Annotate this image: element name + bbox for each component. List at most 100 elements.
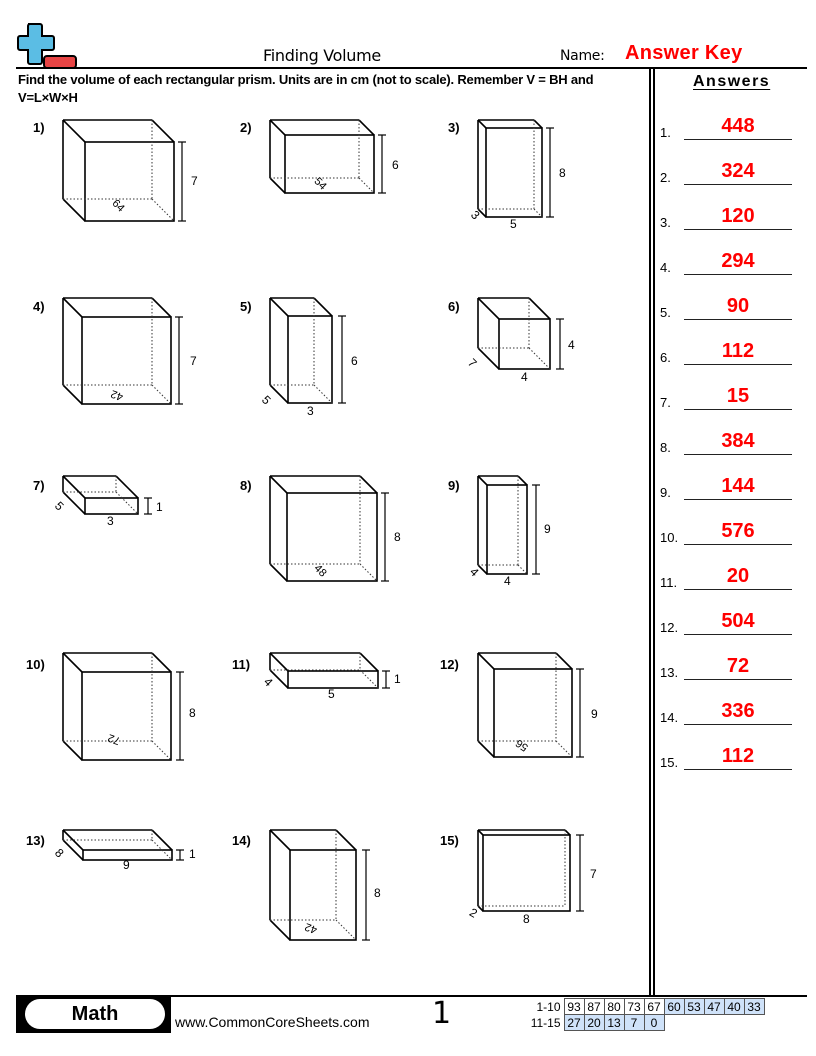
answer-value[interactable]: 336: [721, 700, 755, 722]
height-label: 7: [590, 867, 597, 881]
height-label: 7: [190, 354, 197, 368]
answer-line: [684, 588, 792, 590]
answer-number: 8.: [660, 440, 671, 455]
score-cell: 20: [583, 1014, 605, 1031]
prism-diagram: [477, 475, 540, 575]
height-label: 4: [568, 338, 575, 352]
answer-value[interactable]: 120: [721, 205, 755, 227]
problem-label: 13): [26, 833, 45, 848]
length-label: 5: [328, 687, 335, 701]
score-cell: 73: [623, 998, 645, 1015]
answer-line: [684, 678, 792, 680]
answer-number: 11.: [660, 575, 678, 590]
footer-rule: [16, 995, 807, 997]
score-cell: 67: [643, 998, 665, 1015]
height-label: 6: [351, 354, 358, 368]
answer-line: [684, 183, 792, 185]
score-cell: 93: [563, 998, 585, 1015]
prism-diagram: [62, 475, 152, 515]
height-label: 6: [392, 158, 399, 172]
score-table: 1-10 93 87 80 73 67 60 53 47 40 33 11-15…: [528, 998, 765, 1031]
prism-diagram: [269, 297, 346, 404]
problem-label: 4): [33, 299, 45, 314]
prism-diagram: [62, 829, 184, 861]
answer-value[interactable]: 384: [721, 430, 755, 452]
answer-row: 2. 324: [660, 155, 816, 185]
prism-diagram: [477, 119, 554, 218]
answer-number: 3.: [660, 215, 671, 230]
answer-value[interactable]: 112: [721, 745, 755, 767]
answer-row: 14. 336: [660, 695, 816, 725]
answer-line: [684, 768, 792, 770]
answer-number: 2.: [660, 170, 671, 185]
problem-label: 5): [240, 299, 252, 314]
score-cell: 7: [623, 1014, 645, 1031]
answer-number: 5.: [660, 305, 671, 320]
page-number: 1: [432, 996, 452, 1031]
answer-row: 4. 294: [660, 245, 816, 275]
answer-value[interactable]: 72: [726, 655, 750, 677]
answer-number: 10.: [660, 530, 679, 545]
prism-diagram: [62, 119, 186, 222]
answer-number: 1.: [660, 125, 671, 140]
answer-value[interactable]: 504: [721, 610, 755, 632]
score-cell: 0: [643, 1014, 665, 1031]
answer-number: 14.: [660, 710, 679, 725]
problem-label: 7): [33, 478, 45, 493]
answer-number: 4.: [660, 260, 671, 275]
prism-diagram: [62, 652, 184, 761]
name-value: Answer Key: [625, 42, 743, 64]
answer-line: [684, 408, 792, 410]
problem-label: 8): [240, 478, 252, 493]
problem-label: 2): [240, 120, 252, 135]
answer-row: 5.90: [660, 290, 816, 320]
header-rule: [16, 67, 807, 69]
height-label: 8: [559, 166, 566, 180]
prism-diagram: [62, 297, 183, 405]
problem-label: 1): [33, 120, 45, 135]
problem-label: 14): [232, 833, 251, 848]
prism-diagram: [269, 475, 389, 582]
answer-line: [684, 363, 792, 365]
score-cell: 40: [723, 998, 745, 1015]
answer-line: [684, 318, 792, 320]
answer-value[interactable]: 20: [726, 565, 750, 587]
score-cell: 13: [603, 1014, 625, 1031]
answer-number: 15.: [660, 755, 679, 770]
answer-row: 9. 144: [660, 470, 816, 500]
column-divider: [649, 69, 651, 996]
answer-value[interactable]: 324: [721, 160, 755, 182]
answer-value[interactable]: 294: [721, 250, 755, 272]
answer-number: 9.: [660, 485, 671, 500]
answer-row: 6.112: [660, 335, 816, 365]
answer-value[interactable]: 112: [721, 340, 755, 362]
answer-row: 7.15: [660, 380, 816, 410]
answer-value[interactable]: 15: [726, 385, 750, 407]
answer-number: 12.: [660, 620, 679, 635]
prism-diagram: [477, 297, 564, 370]
height-label: 8: [394, 530, 401, 544]
answer-number: 13.: [660, 665, 679, 680]
answers-title: Answers: [693, 73, 771, 90]
length-label: 5: [510, 217, 517, 231]
score-row-label: 1-10: [536, 999, 561, 1014]
answer-row: 8. 384: [660, 425, 816, 455]
height-label: 1: [189, 847, 196, 861]
answer-row: 12. 504: [660, 605, 816, 635]
length-label: 4: [504, 574, 511, 588]
answer-line: [684, 453, 792, 455]
prism-diagram: [269, 652, 390, 689]
column-divider: [653, 69, 655, 996]
answer-value[interactable]: 90: [726, 295, 750, 317]
answer-value[interactable]: 576: [721, 520, 755, 542]
answer-line: [684, 723, 792, 725]
answer-line: [684, 543, 792, 545]
answer-row: 15. 112: [660, 740, 816, 770]
answer-value[interactable]: 448: [721, 115, 755, 137]
site-url[interactable]: www.CommonCoreSheets.com: [175, 1014, 370, 1030]
height-label: 8: [374, 886, 381, 900]
height-label: 7: [191, 174, 198, 188]
prism-diagram: [477, 829, 584, 912]
answer-value[interactable]: 144: [721, 475, 755, 497]
problem-label: 3): [448, 120, 460, 135]
